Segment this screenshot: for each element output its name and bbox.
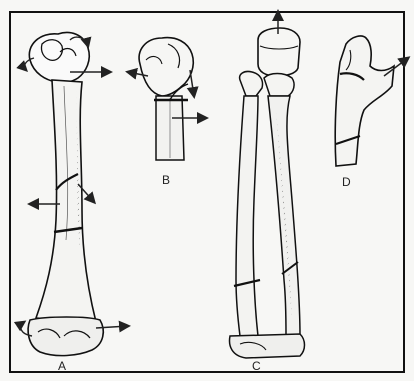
radial-head: [258, 28, 300, 76]
panel-c-forearm: C: [230, 12, 305, 373]
panel-d-label: D: [342, 175, 351, 189]
proximal-head: [139, 38, 193, 96]
forearm-distal-end: [230, 334, 305, 358]
fragment-body: [335, 36, 394, 166]
humerus-shaft: [36, 80, 96, 322]
panel-a-label: A: [58, 359, 66, 373]
ulna-shaft: [236, 96, 258, 336]
radius-shaft: [268, 96, 300, 336]
panel-d-fragment: D: [335, 36, 408, 189]
panel-a-humerus: A: [21, 33, 128, 373]
panel-b-label: B: [162, 173, 170, 187]
humerus-distal-end: [28, 317, 103, 356]
panel-c-label: C: [252, 359, 261, 373]
panel-b-proximal-humerus: B: [128, 38, 206, 187]
